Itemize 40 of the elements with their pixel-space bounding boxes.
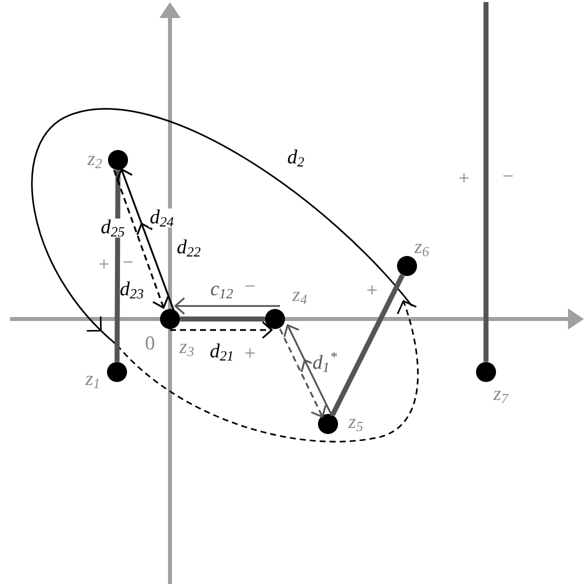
point-dot — [160, 309, 180, 329]
edge-label: d$_{24}$ — [148, 208, 176, 228]
point-label: z$_{2}$ — [87, 156, 102, 168]
point-label: z$_{6}$ — [414, 244, 430, 256]
dashed-arrow — [113, 170, 169, 309]
arrow — [174, 297, 280, 315]
sign-label: + — [99, 259, 109, 269]
thick-line — [180, 316, 265, 322]
point-dot — [107, 362, 127, 382]
sign-label: 0 — [146, 336, 154, 350]
point-label: z$_{4}$ — [292, 292, 307, 304]
thick-line — [330, 274, 405, 416]
arrow — [116, 168, 175, 312]
thick-line — [114, 170, 120, 362]
dashed-arrow — [279, 328, 327, 418]
sign-label: + — [459, 173, 469, 183]
point-dot — [265, 309, 285, 329]
thick-line — [484, 2, 488, 362]
edge-label: c$_{12}$ — [209, 284, 235, 300]
math-label: d$_{22}$ — [177, 240, 200, 256]
sign-label: + — [367, 285, 377, 295]
point-label: z$_{3}$ — [179, 344, 194, 356]
math-label: d$_{2}$ — [288, 150, 304, 166]
sign-label: − — [245, 285, 255, 286]
sign-label: − — [123, 261, 133, 262]
point-dot — [318, 414, 338, 434]
point-dot — [476, 362, 496, 382]
point-label: z$_{1}$ — [85, 376, 99, 388]
dashed-arrow — [170, 321, 273, 339]
sign-label: + — [245, 348, 255, 358]
edge-label: d$_{21}$ — [208, 342, 236, 362]
edge-label: d$_{25}$ — [100, 218, 126, 238]
point-label: z$_{7}$ — [493, 390, 509, 404]
point-dot — [108, 150, 128, 170]
math-label: d$_{23}$ — [120, 281, 144, 299]
edge-label: d$_{1}$* — [312, 351, 338, 373]
point-label: z$_{5}$ — [348, 418, 363, 432]
arrow — [284, 324, 333, 416]
point-dot — [397, 256, 417, 276]
sign-label: − — [503, 175, 513, 176]
